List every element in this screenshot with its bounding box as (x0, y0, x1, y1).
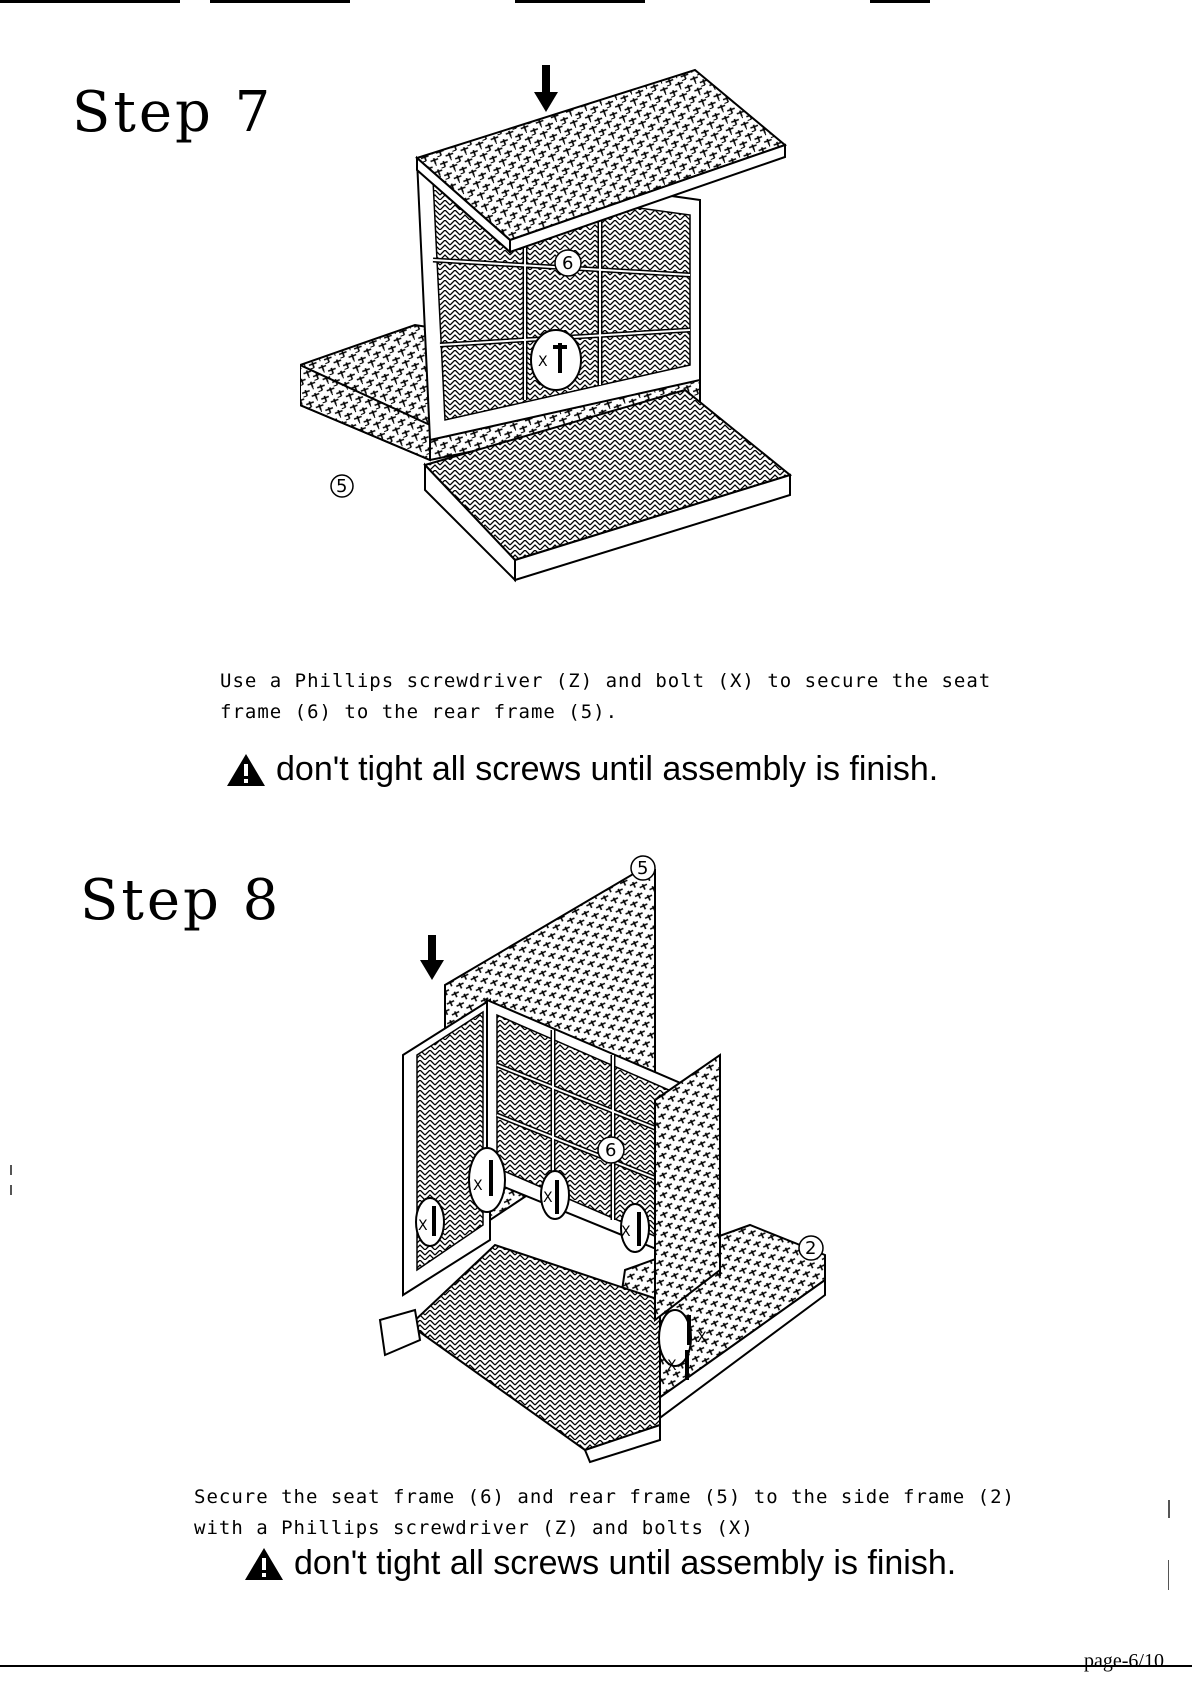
scan-speck (1168, 1500, 1170, 1518)
left-panel (402, 998, 491, 1297)
warning-text: don't tight all screws until assembly is… (276, 750, 939, 788)
step8-warning: don't tight all screws until assembly is… (244, 1544, 956, 1583)
scan-edge (515, 0, 645, 3)
label-6: 6 (554, 249, 582, 277)
bolt-callout: X (540, 1170, 570, 1220)
seat-cushion (378, 1243, 661, 1464)
warning-text: don't tight all screws until assembly is… (294, 1544, 957, 1582)
scan-speck (10, 1165, 12, 1175)
step7-instruction-line1: Use a Phillips screwdriver (Z) and bolt … (220, 670, 992, 692)
seat-cushion (423, 388, 793, 583)
svg-text:X: X (543, 1190, 553, 1206)
front-post (654, 1053, 721, 1323)
svg-text:2: 2 (805, 1238, 816, 1259)
svg-text:X: X (621, 1224, 631, 1240)
label-2: 2 (798, 1235, 824, 1261)
svg-text:X: X (697, 1330, 707, 1346)
label-x: X (538, 354, 548, 370)
step8-instruction-line2: with a Phillips screwdriver (Z) and bolt… (194, 1517, 754, 1539)
svg-text:X: X (418, 1218, 428, 1234)
scan-edge (870, 0, 930, 3)
scan-edge (210, 0, 350, 3)
bolt-callout: X X (658, 1309, 707, 1380)
warning-triangle-icon (245, 1547, 283, 1580)
step7-diagram: X 6 5 (300, 65, 793, 583)
label-5: 5 (630, 855, 656, 881)
top-slab (415, 68, 788, 255)
page-number: page-6/10 (1084, 1650, 1164, 1672)
bolt-callout: X (468, 1147, 506, 1213)
label-6: 6 (597, 1136, 625, 1164)
svg-text:5: 5 (637, 858, 648, 879)
down-arrow-icon (534, 65, 558, 112)
bolt-callout: X (530, 329, 582, 391)
bolt-callout: X (415, 1197, 445, 1247)
scan-speck (1168, 1560, 1169, 1590)
scan-edge (0, 0, 180, 3)
svg-text:X: X (667, 1358, 677, 1374)
svg-text:6: 6 (562, 253, 573, 274)
svg-text:6: 6 (605, 1140, 616, 1161)
warning-triangle-icon (227, 753, 265, 786)
step8-diagram: X X X X X X 5 6 2 (378, 855, 826, 1464)
scan-speck (10, 1185, 12, 1195)
scan-edge (0, 1665, 1192, 1667)
down-arrow-icon (420, 935, 444, 980)
svg-text:X: X (473, 1178, 483, 1194)
step7-warning: don't tight all screws until assembly is… (226, 750, 938, 789)
label-5: 5 (330, 474, 354, 498)
step7-instruction-line2: frame (6) to the rear frame (5). (220, 701, 619, 723)
step8-instruction-line1: Secure the seat frame (6) and rear frame… (194, 1486, 1015, 1508)
bolt-callout: X (620, 1203, 650, 1253)
step7-title: Step 7 (72, 80, 274, 145)
svg-text:5: 5 (336, 476, 347, 497)
step8-title: Step 8 (80, 868, 282, 933)
